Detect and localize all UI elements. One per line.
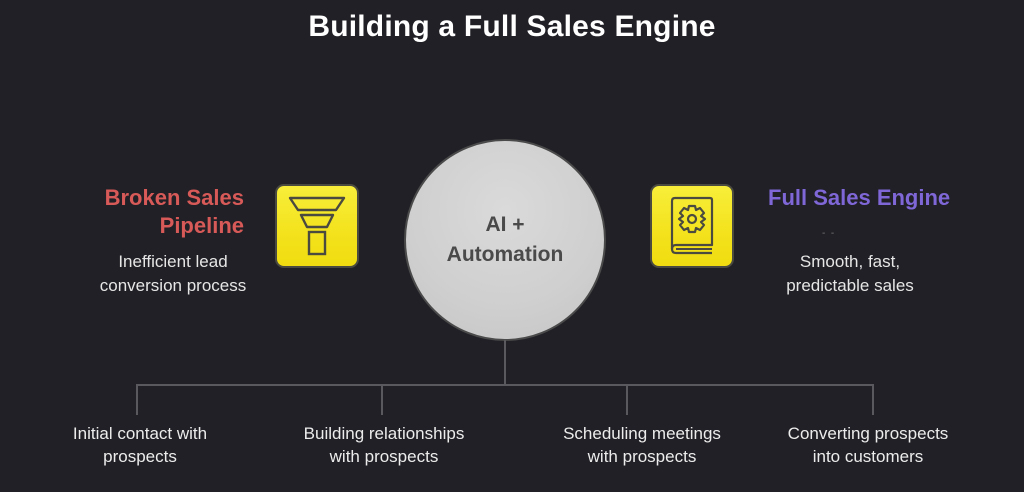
full-sales-engine-description: Smooth, fast, predictable sales bbox=[755, 250, 945, 298]
step-converting-prospects: Converting prospects into customers bbox=[758, 422, 978, 468]
gear-book-icon-box bbox=[650, 184, 734, 268]
description-line: Smooth, fast, bbox=[799, 252, 901, 271]
step-initial-contact: Initial contact with prospects bbox=[30, 422, 250, 468]
connector-trunk bbox=[504, 340, 506, 385]
funnel-icon-box bbox=[275, 184, 359, 268]
connector-drop bbox=[136, 384, 138, 415]
step-line: prospects bbox=[103, 447, 177, 466]
step-line: with prospects bbox=[587, 447, 697, 466]
step-building-relationships: Building relationships with prospects bbox=[274, 422, 494, 468]
hub-label-line: AI + bbox=[485, 213, 525, 236]
decorative-dash: - - bbox=[822, 228, 835, 239]
description-line: conversion process bbox=[99, 276, 247, 295]
step-line: into customers bbox=[812, 447, 924, 466]
page-title: Building a Full Sales Engine bbox=[308, 10, 716, 43]
step-line: with prospects bbox=[329, 447, 439, 466]
funnel-icon bbox=[288, 196, 346, 256]
broken-pipeline-heading: Broken Sales Pipeline bbox=[44, 184, 244, 240]
step-line: Building relationships bbox=[303, 424, 465, 443]
description-line: predictable sales bbox=[786, 276, 914, 295]
hub-label-line: Automation bbox=[446, 243, 564, 266]
heading-line: Pipeline bbox=[159, 213, 244, 238]
connector-bar bbox=[136, 384, 874, 386]
heading-line: Broken Sales bbox=[104, 185, 244, 210]
step-line: Initial contact with bbox=[72, 424, 208, 443]
step-line: Scheduling meetings bbox=[563, 424, 721, 443]
connector-drop bbox=[381, 384, 383, 415]
step-scheduling-meetings: Scheduling meetings with prospects bbox=[532, 422, 752, 468]
ai-automation-hub: AI + Automation bbox=[404, 139, 606, 341]
connector-drop bbox=[872, 384, 874, 415]
gear-book-icon bbox=[670, 196, 714, 255]
step-line: Converting prospects bbox=[787, 424, 949, 443]
description-line: Inefficient lead bbox=[118, 252, 228, 271]
full-sales-engine-heading: Full Sales Engine bbox=[768, 185, 951, 210]
broken-pipeline-description: Inefficient lead conversion process bbox=[78, 250, 268, 298]
connector-drop bbox=[626, 384, 628, 415]
